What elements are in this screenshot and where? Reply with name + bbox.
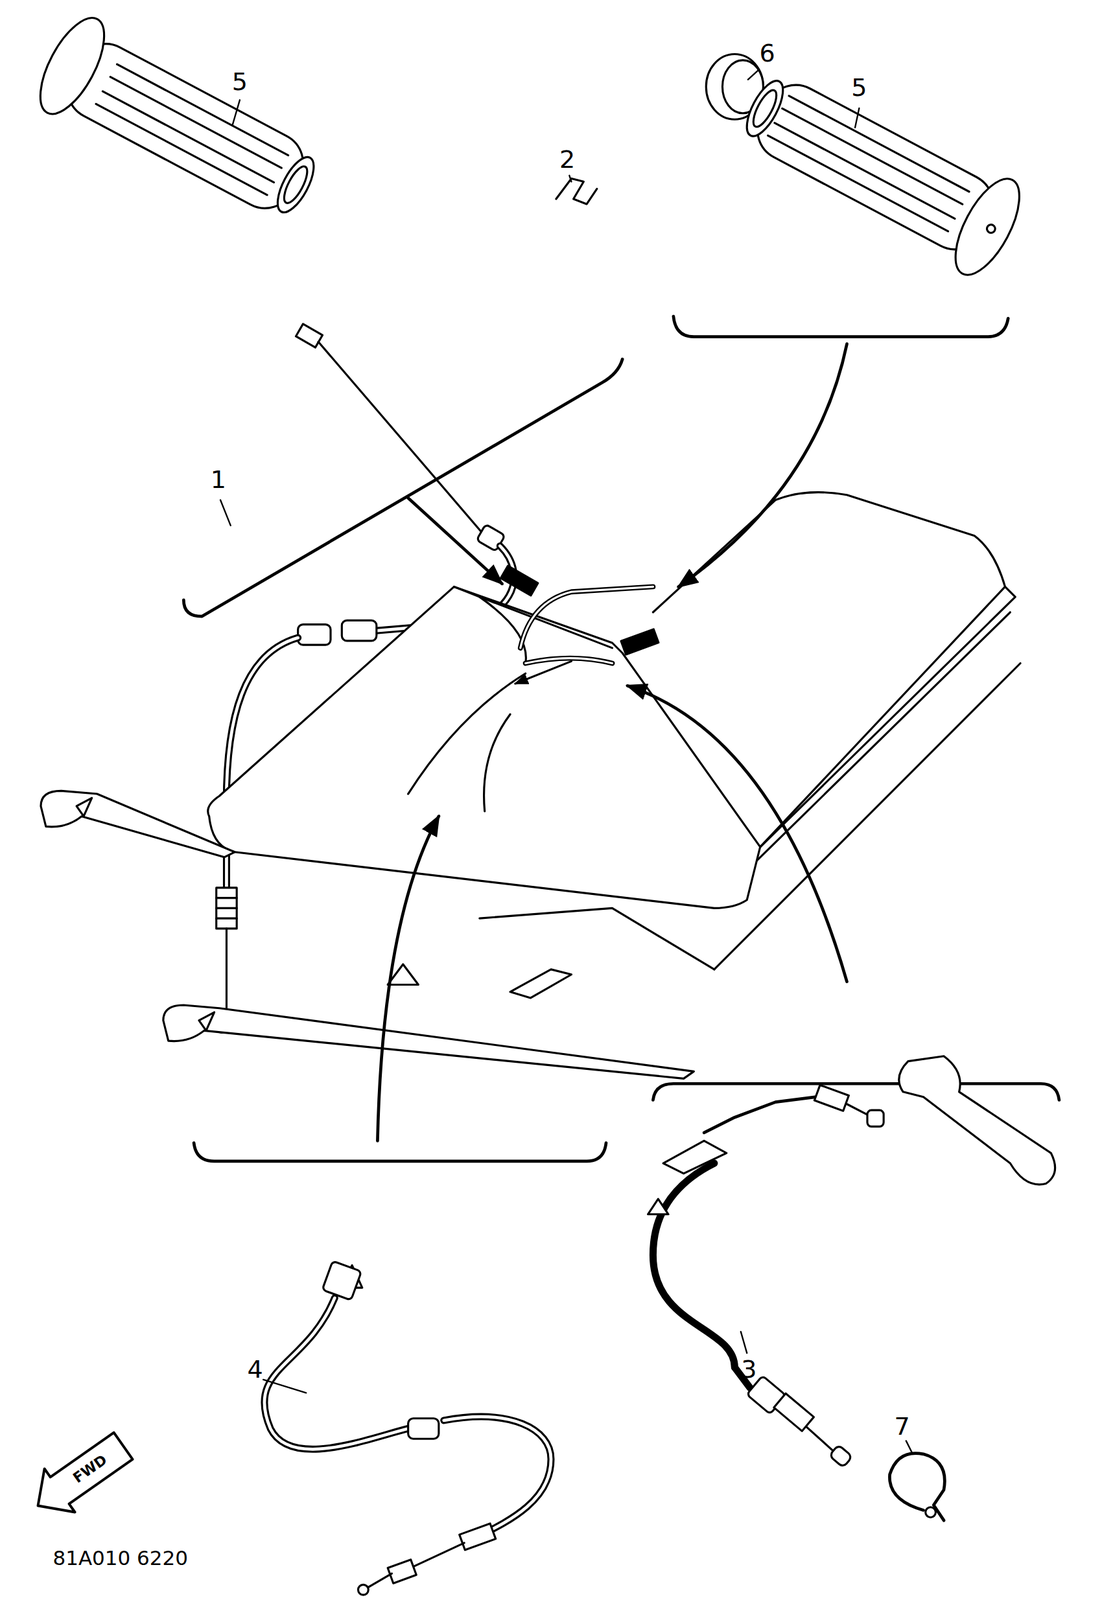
drawing-code: 81A010 6220	[52, 1548, 188, 1569]
callout-number: 6	[759, 40, 776, 66]
callout-number: 3	[740, 1357, 757, 1383]
callout-number: 5	[232, 69, 248, 94]
callout-number: 2	[559, 147, 575, 172]
callout-number: 5	[851, 75, 867, 100]
callout-number: 4	[246, 1357, 263, 1383]
callout-number: 1	[210, 467, 227, 493]
callout-number: 7	[893, 1414, 910, 1440]
